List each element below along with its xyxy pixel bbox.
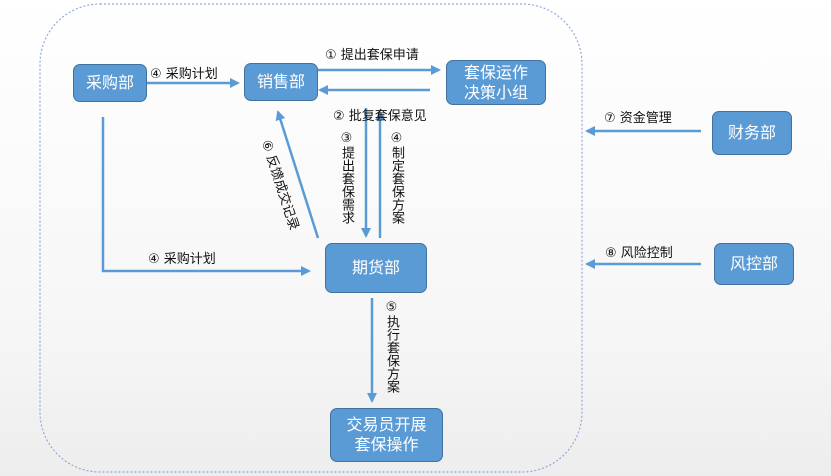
label-fund-management: ⑦ 资金管理	[604, 111, 672, 126]
node-futures-dept: 期货部	[325, 243, 427, 293]
node-finance-dept: 财务部	[712, 111, 792, 155]
label-execute-plan: ⑤执行套保方案	[384, 300, 399, 393]
node-trader: 交易员开展 套保操作	[330, 408, 443, 462]
system-boundary-frame	[39, 3, 583, 473]
label-purchase-plan-bottom: ④ 采购计划	[148, 252, 216, 267]
label-risk-control: ⑧ 风险控制	[605, 246, 673, 261]
label-submit-application: ① 提出套保申请	[325, 48, 419, 63]
label-submit-demand: ③提出套保需求	[339, 131, 354, 224]
node-hedge-committee: 套保运作 决策小组	[446, 60, 546, 105]
label-make-plan: ④制定套保方案	[389, 131, 404, 224]
node-sales-dept: 销售部	[244, 63, 318, 101]
node-risk-dept: 风控部	[714, 243, 794, 285]
label-reply-opinion: ② 批复套保意见	[333, 109, 427, 124]
edge-purchase-plan-bottom	[101, 117, 311, 276]
edge-feedback	[275, 110, 320, 239]
node-purchase-dept: 采购部	[73, 64, 147, 102]
label-purchase-plan-top: ④ 采购计划	[150, 67, 218, 82]
